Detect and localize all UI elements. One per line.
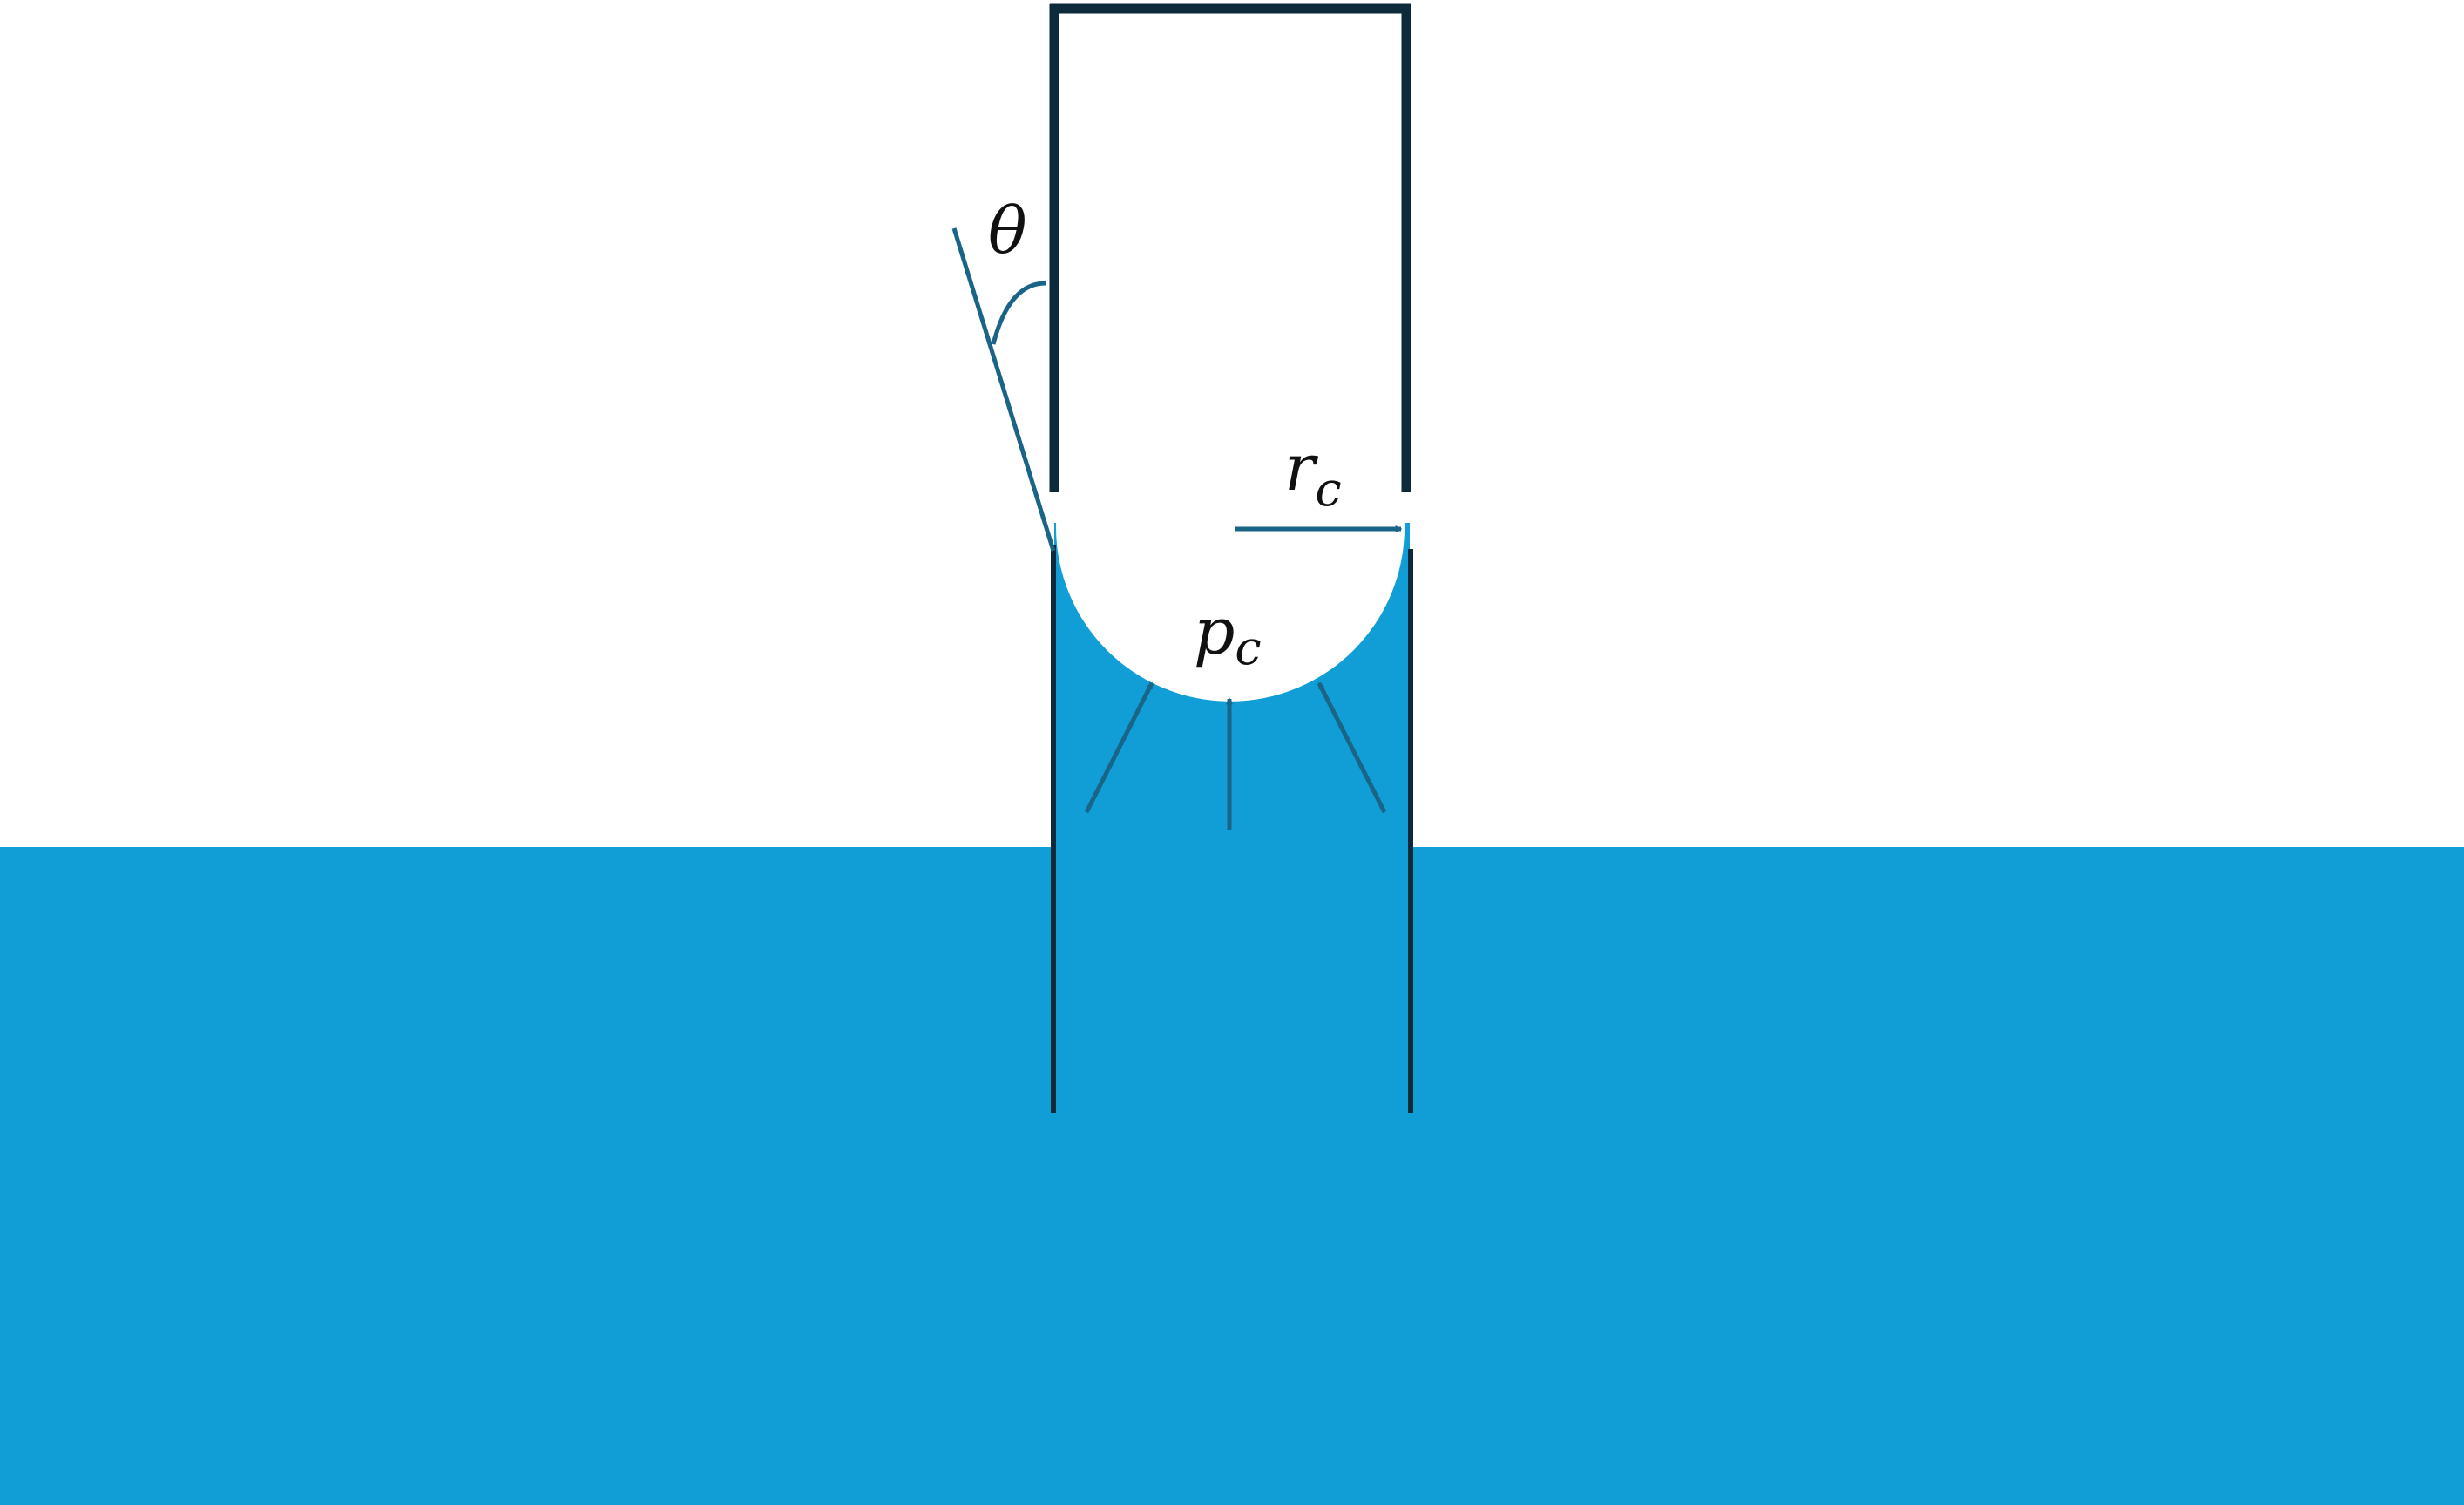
pressure-symbol: p	[1194, 594, 1235, 669]
radius-subscript: c	[1315, 462, 1341, 517]
meniscus	[1056, 488, 1405, 702]
radius-symbol: r	[1284, 430, 1319, 505]
liquid-reservoir	[0, 847, 2464, 1505]
pressure-arrows	[1084, 681, 1387, 830]
pressure-arrow-right	[1317, 681, 1387, 814]
contact-angle-tangent-line	[951, 227, 1056, 552]
radius-label: rc	[1284, 430, 1342, 517]
pressure-arrow-left	[1084, 681, 1154, 814]
capillary-tube-lower	[1051, 545, 1413, 1113]
pressure-label: pc	[1194, 594, 1262, 675]
contact-angle-label: θ	[988, 193, 1027, 268]
capillary-tube	[1049, 3, 1411, 492]
contact-angle-arc	[991, 281, 1046, 345]
pressure-subscript: c	[1235, 620, 1261, 675]
